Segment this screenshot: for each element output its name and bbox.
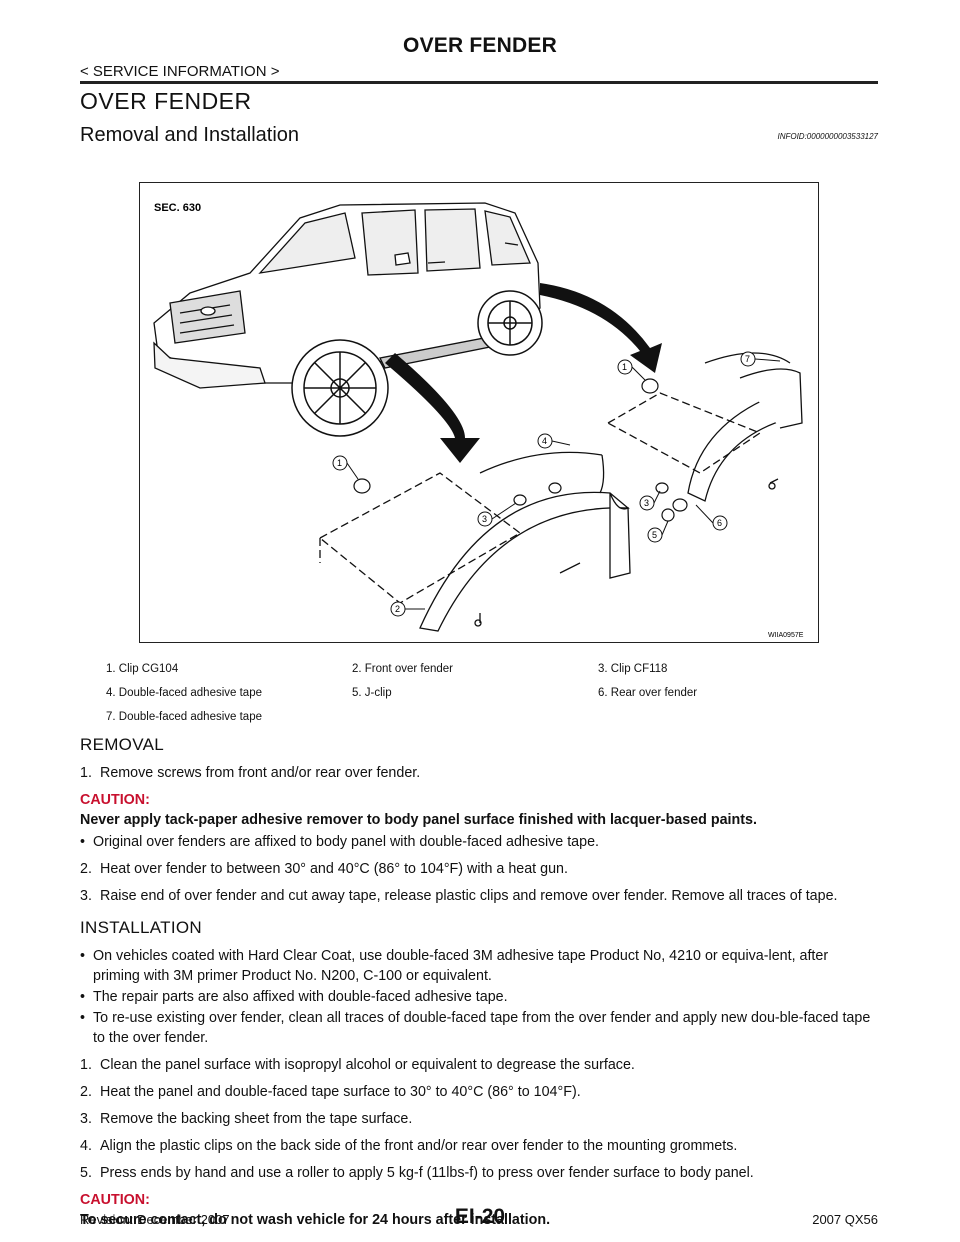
step-text: Heat the panel and double-faced tape sur…: [100, 1084, 581, 1100]
diagram-svg: SEC. 630: [153, 202, 804, 639]
footer-model: 2007 QX56: [812, 1212, 878, 1227]
svg-text:3: 3: [644, 498, 649, 508]
legend-item: 3. Clip CF118: [598, 663, 668, 675]
step-text: Align the plastic clips on the back side…: [100, 1138, 738, 1154]
section-title: OVER FENDER: [80, 88, 252, 114]
figure-code: WIIA0957E: [768, 632, 804, 639]
callout-7: 7: [740, 351, 781, 367]
arrow-rear-icon: [540, 283, 662, 373]
callout-labels: 1 1 2 3 3: [332, 351, 781, 617]
legend-item: 4. Double-faced adhesive tape: [106, 687, 262, 699]
caution-label: CAUTION:: [80, 1192, 150, 1208]
svg-text:3: 3: [482, 514, 487, 524]
removal-heading: REMOVAL: [80, 735, 164, 754]
installation-step-1: 1. Clean the panel surface with isopropy…: [80, 1055, 878, 1075]
svg-text:5: 5: [652, 530, 657, 540]
step-text: Clean the panel surface with isopropyl a…: [100, 1057, 635, 1073]
installation-bullet: • On vehicles coated with Hard Clear Coa…: [80, 946, 878, 986]
legend-item: [352, 711, 598, 735]
step-number: 3.: [80, 1111, 92, 1127]
bullet-icon: •: [80, 948, 86, 964]
installation-bullet: • To re-use existing over fender, clean …: [80, 1008, 878, 1048]
legend-item: [598, 711, 844, 735]
step-text: Remove the backing sheet from the tape s…: [100, 1111, 413, 1127]
legend-item: 7. Double-faced adhesive tape: [106, 711, 262, 723]
step-text: Press ends by hand and use a roller to a…: [100, 1165, 754, 1181]
clip-parts: [353, 378, 688, 522]
callout-3-front: 3: [477, 502, 517, 527]
step-number: 1.: [80, 765, 92, 781]
step-number: 1.: [80, 1057, 92, 1073]
step-number: 2.: [80, 861, 92, 877]
rear-wheel: [477, 290, 543, 356]
svg-text:4: 4: [542, 436, 547, 446]
step-number: 2.: [80, 1084, 92, 1100]
installation-heading: INSTALLATION: [80, 918, 202, 937]
step-number: 5.: [80, 1165, 92, 1181]
svg-text:2: 2: [395, 604, 400, 614]
parts-legend: 1. Clip CG104 2. Front over fender 3. Cl…: [106, 663, 846, 735]
header-rule: [80, 81, 878, 84]
subsection-title: Removal and Installation: [80, 124, 300, 146]
svg-text:6: 6: [717, 518, 722, 528]
legend-row: 7. Double-faced adhesive tape: [106, 711, 846, 735]
bullet-icon: •: [80, 834, 86, 850]
page-header-title: OVER FENDER: [403, 34, 557, 57]
legend-item: 2. Front over fender: [352, 663, 453, 675]
legend-item: 5. J-clip: [352, 687, 392, 699]
bullet-icon: •: [80, 1010, 86, 1026]
bullet-text: On vehicles coated with Hard Clear Coat,…: [93, 948, 829, 984]
footer-page-number: EI-20: [454, 1205, 506, 1228]
removal-step-1: 1. Remove screws from front and/or rear …: [80, 763, 878, 783]
callout-4: 4: [537, 433, 571, 449]
callout-3-rear: 3: [639, 490, 661, 511]
sec-label: SEC. 630: [154, 202, 201, 214]
legend-row: 4. Double-faced adhesive tape 5. J-clip …: [106, 687, 846, 711]
vehicle-illustration: [153, 202, 541, 389]
caution-text: To secure contact, do not wash vehicle f…: [80, 1212, 551, 1228]
callout-6: 6: [695, 504, 728, 531]
step-text: Heat over fender to between 30° and 40°C…: [100, 861, 568, 877]
caution-label: CAUTION:: [80, 792, 150, 808]
front-wheel: [291, 339, 389, 437]
installation-bullet: • The repair parts are also affixed with…: [80, 987, 878, 1007]
step-text: Remove screws from front and/or rear ove…: [100, 765, 421, 781]
installation-step-3: 3. Remove the backing sheet from the tap…: [80, 1109, 878, 1129]
legend-item: 1. Clip CG104: [106, 663, 179, 675]
svg-text:1: 1: [622, 362, 627, 372]
bullet-text: The repair parts are also affixed with d…: [93, 989, 508, 1005]
caution-text: Never apply tack-paper adhesive remover …: [80, 812, 757, 828]
removal-step-3: 3. Raise end of over fender and cut away…: [80, 886, 878, 906]
callout-2: 2: [390, 601, 425, 617]
footer-revision: Revision: December 2007: [80, 1212, 230, 1227]
svg-text:7: 7: [745, 354, 750, 364]
callout-1-front: 1: [332, 455, 359, 480]
removal-step-2: 2. Heat over fender to between 30° and 4…: [80, 859, 878, 879]
bullet-text: To re-use existing over fender, clean al…: [93, 1010, 871, 1046]
installation-step-2: 2. Heat the panel and double-faced tape …: [80, 1082, 878, 1102]
legend-item: 6. Rear over fender: [598, 687, 698, 699]
service-info-breadcrumb[interactable]: < SERVICE INFORMATION >: [80, 63, 280, 80]
over-fender-diagram: SEC. 630: [139, 182, 819, 643]
callout-1-rear: 1: [617, 359, 646, 381]
step-text: Raise end of over fender and cut away ta…: [100, 888, 838, 904]
arrow-front-icon: [385, 353, 480, 463]
installation-step-4: 4. Align the plastic clips on the back s…: [80, 1136, 878, 1156]
bullet-icon: •: [80, 989, 86, 1005]
installation-step-5: 5. Press ends by hand and use a roller t…: [80, 1163, 878, 1183]
legend-row: 1. Clip CG104 2. Front over fender 3. Cl…: [106, 663, 846, 687]
procedure-body: REMOVAL 1. Remove screws from front and/…: [80, 735, 878, 1232]
rear-over-fender: [606, 352, 803, 502]
svg-text:1: 1: [337, 458, 342, 468]
callout-5: 5: [647, 520, 669, 543]
step-number: 3.: [80, 888, 92, 904]
bullet-text: Original over fenders are affixed to bod…: [93, 834, 600, 850]
removal-bullet: • Original over fenders are affixed to b…: [80, 832, 878, 852]
front-over-fender: [318, 451, 631, 632]
step-number: 4.: [80, 1138, 92, 1154]
info-id: INFOID:0000000003533127: [777, 132, 878, 141]
